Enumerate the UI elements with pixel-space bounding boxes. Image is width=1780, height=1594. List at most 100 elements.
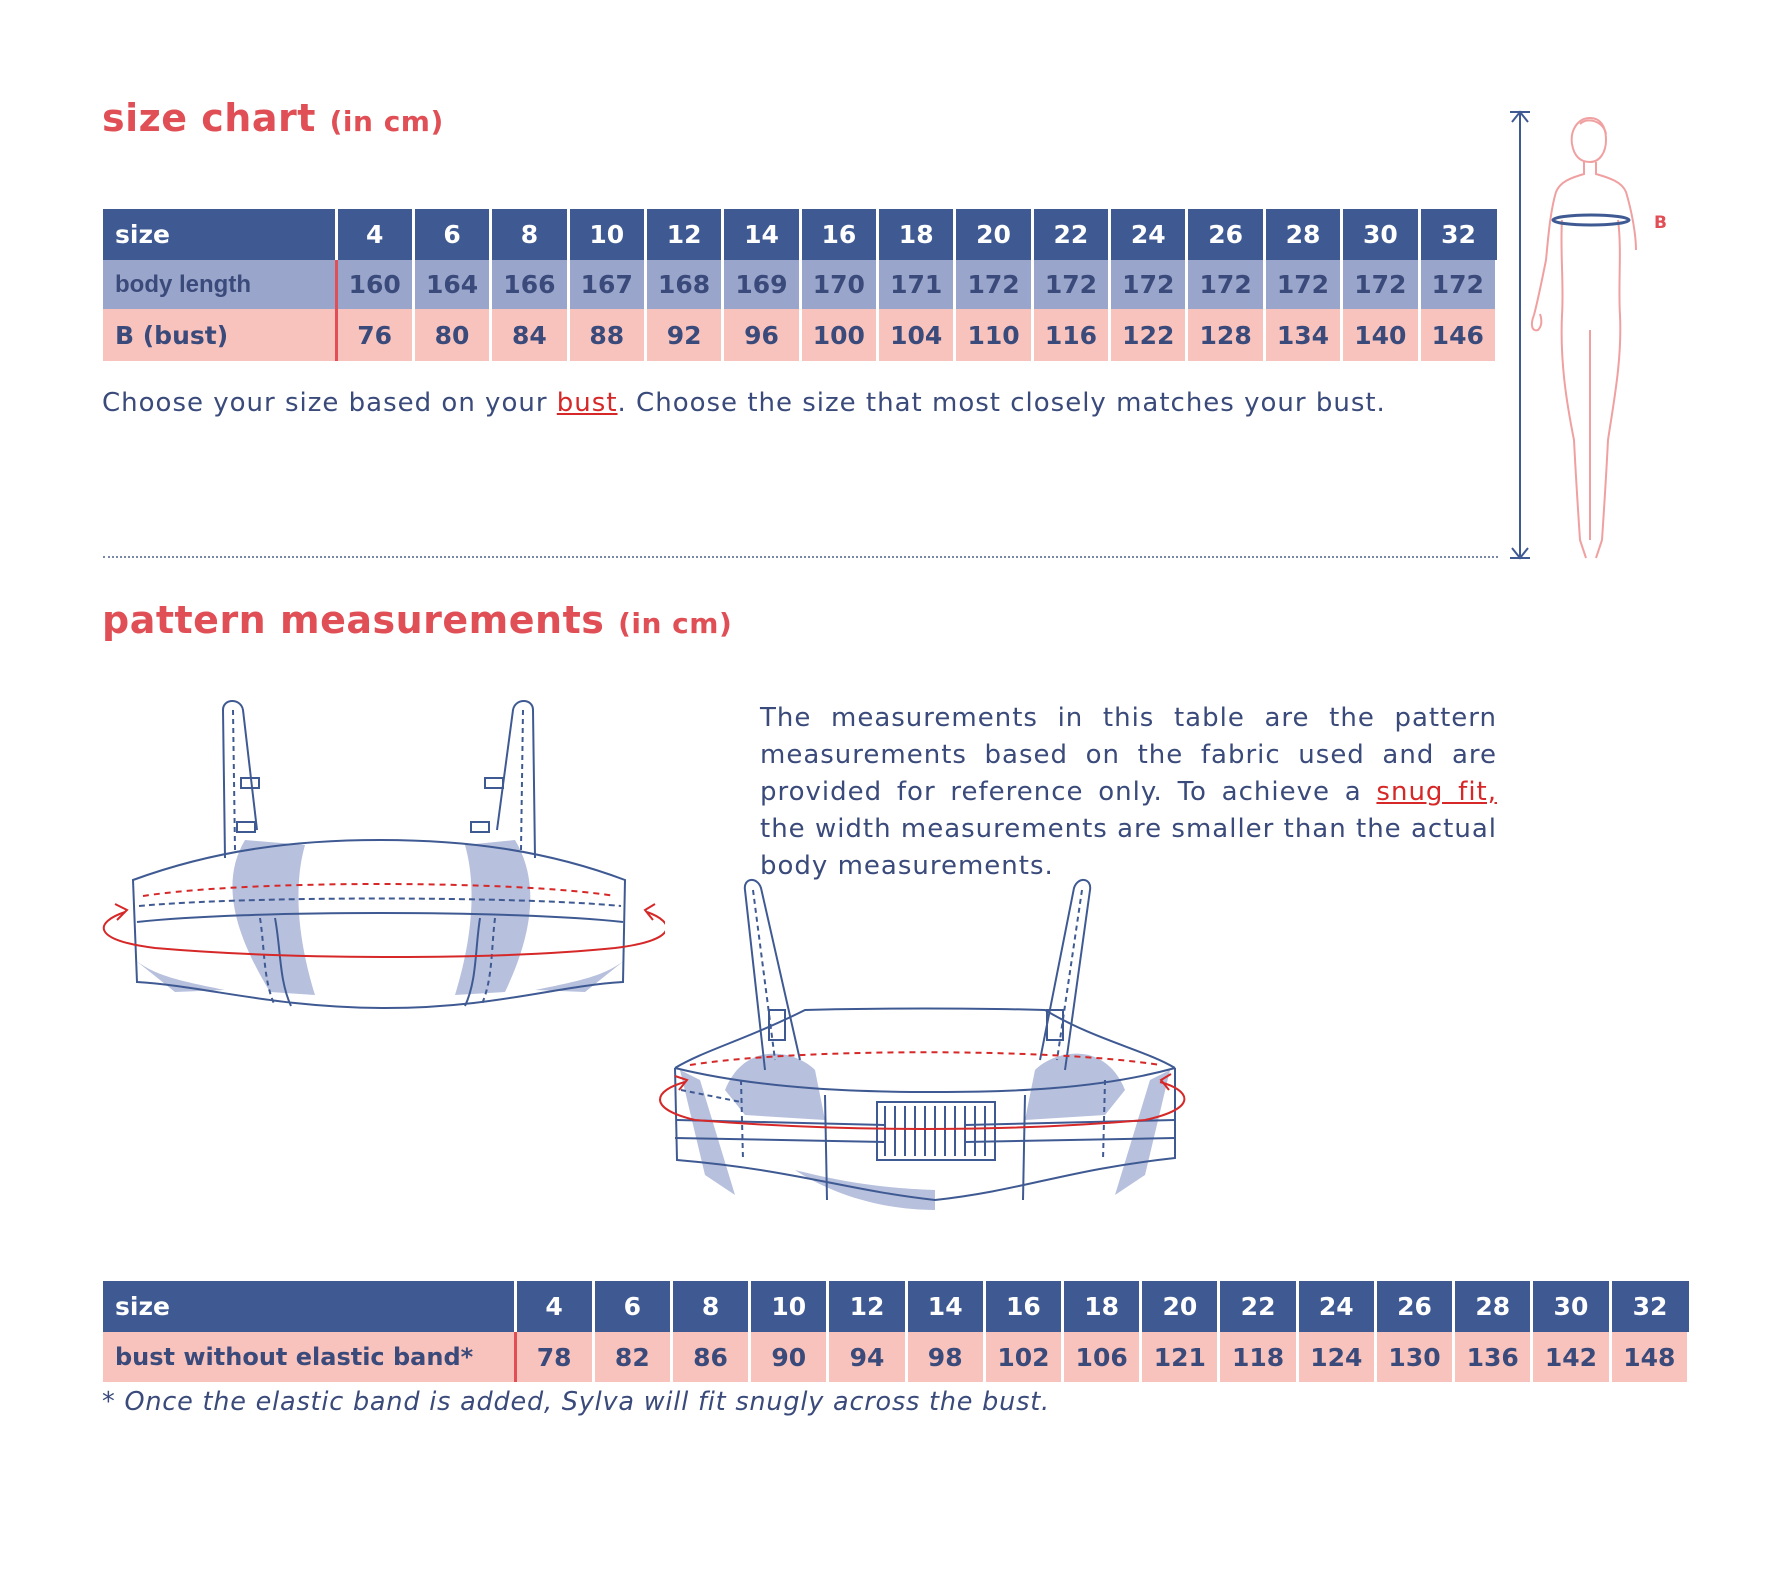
height-arrow-icon [1510,110,1530,560]
pattern-size-cell: 20 [1140,1281,1221,1332]
size-chart-size-cell: 30 [1341,209,1421,260]
pattern-bust-value-cell: 142 [1531,1332,1612,1382]
bust-value-cell: 128 [1186,309,1266,361]
pattern-size-cell: 14 [906,1281,986,1332]
bust-value-cell: 116 [1032,309,1112,361]
pattern-bust-value-cell: 136 [1453,1332,1534,1382]
size-chart-size-cell: 14 [722,209,802,260]
body-length-value-cell: 166 [490,260,570,309]
pattern-bust-value-cell: 98 [906,1332,986,1382]
bust-link[interactable]: bust [556,388,618,418]
pattern-size-cell: 30 [1531,1281,1612,1332]
bust-value-cell: 96 [722,309,802,361]
woman-silhouette-icon [1530,116,1637,559]
size-chart-size-cell: 22 [1032,209,1112,260]
pattern-size-cell: 28 [1453,1281,1534,1332]
pattern-size-cell: 4 [515,1281,595,1332]
size-chart-size-cell: 8 [490,209,570,260]
body-length-value-cell: 172 [954,260,1034,309]
pattern-bust-value-cell: 148 [1610,1332,1691,1382]
pattern-size-cell: 18 [1062,1281,1143,1332]
size-chart-size-cell: 26 [1186,209,1266,260]
body-length-value-cell: 172 [1419,260,1499,309]
pattern-unit: (in cm) [618,607,733,640]
bust-value-cell: 84 [490,309,570,361]
pattern-bust-value-cell: 86 [671,1332,752,1382]
body-length-value-cell: 164 [413,260,493,309]
pattern-size-cell: 24 [1297,1281,1377,1332]
body-length-value-cell: 170 [800,260,880,309]
body-length-label: body length [103,260,338,309]
size-chart-size-cell: 18 [877,209,957,260]
pattern-bust-value-cell: 130 [1375,1332,1456,1382]
pattern-bust-value-cell: 102 [984,1332,1065,1382]
size-chart-title-text: size chart [102,96,316,140]
body-figure-illustration: B [1510,110,1667,560]
pattern-title-text: pattern measurements [102,598,605,642]
pattern-bust-value-cell: 90 [749,1332,830,1382]
body-length-value-cell: 172 [1186,260,1266,309]
pattern-size-cell: 32 [1610,1281,1689,1332]
pattern-size-header-label: size [103,1281,517,1332]
size-chart-unit: (in cm) [329,105,444,138]
pattern-size-cell: 22 [1218,1281,1299,1332]
size-chart-size-cell: 4 [336,209,415,260]
pattern-size-cell: 16 [984,1281,1065,1332]
instruction-text-pre: Choose your size based on your [102,388,557,418]
pattern-size-cell: 6 [593,1281,673,1332]
bust-value-cell: 134 [1264,309,1344,361]
bust-value-cell: 140 [1341,309,1421,361]
pattern-bust-value-cell: 124 [1297,1332,1377,1382]
size-chart-size-cell: 24 [1109,209,1189,260]
bust-value-cell: 80 [413,309,493,361]
pattern-bust-value-cell: 94 [827,1332,908,1382]
body-length-value-cell: 168 [645,260,725,309]
pattern-title: pattern measurements (in cm) [102,598,732,642]
size-header-label: size [103,209,338,260]
size-chart-size-cell: 6 [413,209,493,260]
description-text-pre: The measurements in this table are the p… [760,703,1497,807]
pattern-size-cell: 12 [827,1281,908,1332]
bandeau-back-illustration [659,879,1186,1210]
bust-measure-icon [1551,213,1631,227]
body-length-value-cell: 169 [722,260,802,309]
bust-value-cell: 88 [568,309,647,361]
size-instruction: Choose your size based on your bust. Cho… [102,385,1386,422]
size-chart-size-cell: 16 [800,209,880,260]
pattern-bust-value-cell: 78 [515,1332,595,1382]
pattern-size-cell: 8 [671,1281,752,1332]
bust-value-cell: 76 [336,309,415,361]
bust-value-cell: 110 [954,309,1034,361]
figure-bust-label: B [1654,213,1667,233]
bust-label: B (bust) [103,309,338,361]
bust-value-cell: 92 [645,309,725,361]
body-length-value-cell: 172 [1109,260,1189,309]
bandeau-front-illustration [102,700,665,1010]
back-circumference-arrow-icon [659,1051,1186,1130]
pattern-description: The measurements in this table are the p… [760,700,1497,885]
pattern-size-cell: 10 [749,1281,830,1332]
size-chart-size-cell: 28 [1264,209,1344,260]
footnote: * Once the elastic band is added, Sylva … [102,1387,1050,1417]
body-length-value-cell: 172 [1032,260,1112,309]
pattern-bust-label: bust without elastic band* [103,1332,517,1382]
snug-fit-link[interactable]: snug fit, [1376,777,1498,807]
bust-value-cell: 100 [800,309,880,361]
instruction-text-post: . Choose the size that most closely matc… [617,388,1386,418]
body-length-value-cell: 167 [568,260,647,309]
pattern-size-cell: 26 [1375,1281,1456,1332]
pattern-bust-value-cell: 118 [1218,1332,1299,1382]
size-chart-size-cell: 10 [568,209,647,260]
size-chart-size-cell: 32 [1419,209,1497,260]
body-length-value-cell: 172 [1341,260,1421,309]
size-chart-size-cell: 20 [954,209,1034,260]
body-length-value-cell: 171 [877,260,957,309]
size-chart-title: size chart (in cm) [102,96,444,140]
